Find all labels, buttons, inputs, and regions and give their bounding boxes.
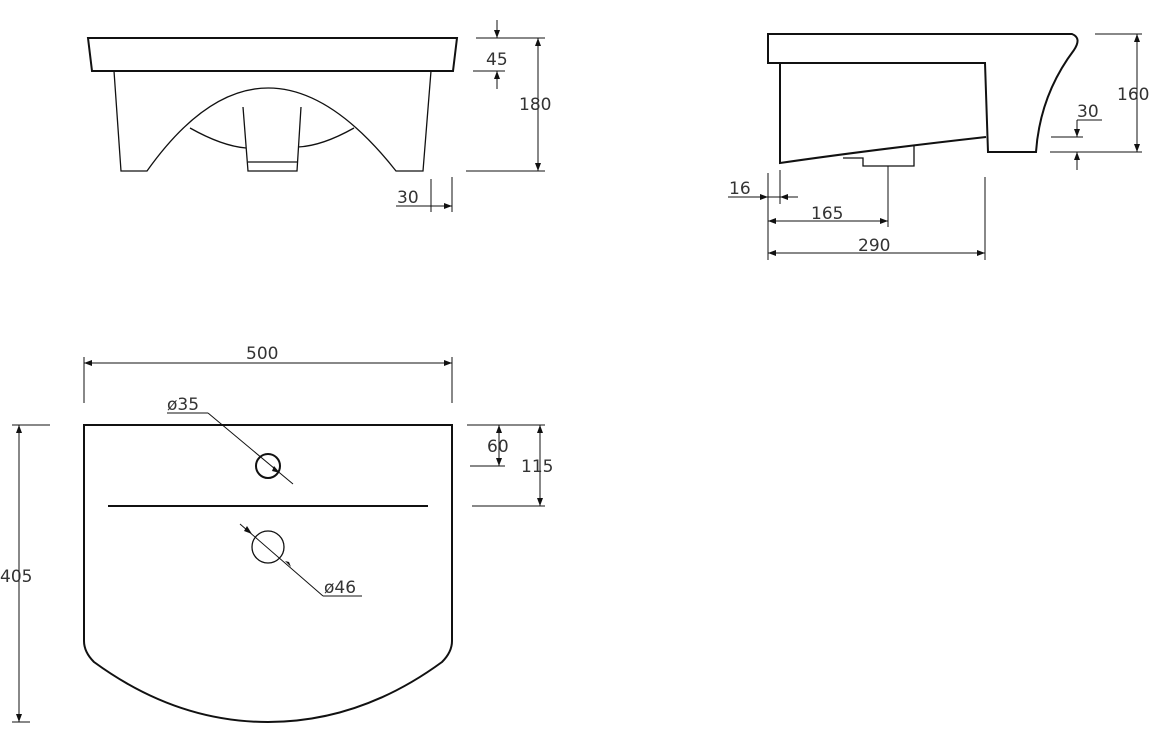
dim-deck-depth: 115 [521,457,553,477]
dim-waste-distance: 165 [811,204,843,224]
dim-waste-diameter: ø46 [324,578,356,598]
dim-length: 405 [0,567,32,587]
dim-tap-hole-offset: 60 [487,437,509,457]
dim-bottom-step: 30 [1077,102,1099,122]
dim-tap-hole-diameter: ø35 [167,395,199,415]
dim-depth: 290 [858,236,890,256]
dim-width: 500 [246,344,278,364]
front-view: 45 180 30 [86,20,551,212]
dim-wall-offset: 16 [729,179,751,199]
top-view: ø35 ø46 500 405 60 115 [0,344,553,724]
side-view: 160 30 16 165 290 [728,33,1149,260]
dim-leg-offset: 30 [397,188,419,208]
dim-side-total-height: 160 [1117,85,1149,105]
dim-front-total-height: 180 [519,95,551,115]
dim-rim-height: 45 [486,50,508,70]
